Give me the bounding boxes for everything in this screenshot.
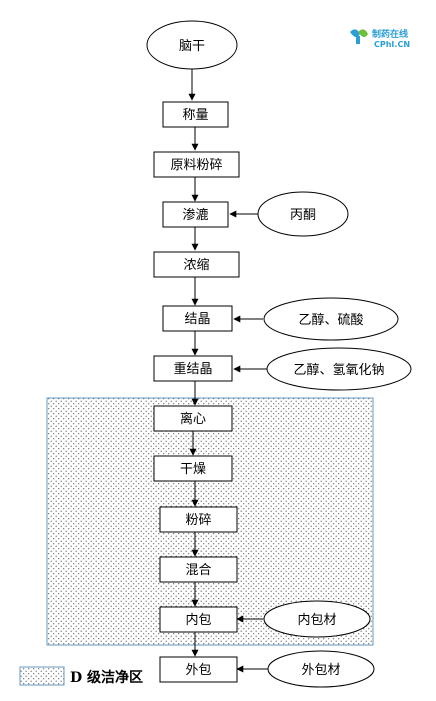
main-flow-connectors: [188, 69, 199, 657]
legend: D 级洁净区: [19, 666, 143, 686]
step-crushing: 粉碎: [159, 506, 238, 533]
input-label: 乙醇、硫酸: [298, 312, 363, 328]
input-outer-packaging-material: 外包材: [267, 650, 375, 688]
input-ethanol-sulfuric-acid: 乙醇、硫酸: [263, 297, 399, 341]
step-drying: 干燥: [153, 455, 233, 482]
step-label: 原料粉碎: [170, 158, 222, 173]
legend-swatch: [19, 666, 65, 686]
step-label: 内包: [185, 612, 211, 628]
input-label: 乙醇、氢氧化钠: [293, 362, 384, 378]
step-percolation: 渗漉: [162, 201, 229, 228]
step-centrifugation: 离心: [153, 405, 233, 432]
logo-icon: [350, 29, 368, 44]
step-label: 浓缩: [183, 257, 209, 273]
step-label: 称量: [182, 108, 208, 123]
step-crystallization: 结晶: [162, 305, 233, 332]
step-label: 渗漉: [182, 207, 208, 223]
step-recrystallization: 重结晶: [153, 355, 233, 382]
step-label: 结晶: [184, 312, 210, 327]
input-label: 丙酮: [290, 208, 316, 223]
step-label: 粉碎: [185, 513, 211, 528]
step-weighing: 称量: [162, 101, 229, 128]
step-label: 重结晶: [173, 361, 212, 377]
logo-name-en: CPhI.CN: [374, 40, 410, 49]
step-concentration: 浓缩: [153, 251, 240, 278]
step-label: 外包: [185, 663, 211, 678]
step-label: 干燥: [180, 462, 206, 477]
input-label: 外包材: [301, 663, 340, 678]
logo: 制药在线 CPhI.CN: [350, 28, 410, 49]
step-label: 离心: [180, 411, 206, 427]
input-inner-packaging-material: 内包材: [263, 600, 371, 638]
input-label: 内包材: [297, 612, 336, 628]
input-connectors: [229, 210, 268, 673]
input-ethanol-sodium-hydroxide: 乙醇、氢氧化钠: [266, 347, 412, 391]
step-label: 混合: [185, 563, 211, 578]
step-inner-packaging: 内包: [159, 606, 238, 633]
step-mixing: 混合: [159, 556, 238, 583]
legend-label: D 级洁净区: [70, 669, 143, 686]
step-outer-packaging: 外包: [159, 656, 238, 683]
input-acetone: 丙酮: [257, 191, 349, 237]
step-raw-material-crushing: 原料粉碎: [153, 151, 240, 178]
start-node-label: 脑干: [179, 39, 205, 54]
logo-name-cn: 制药在线: [372, 28, 408, 40]
